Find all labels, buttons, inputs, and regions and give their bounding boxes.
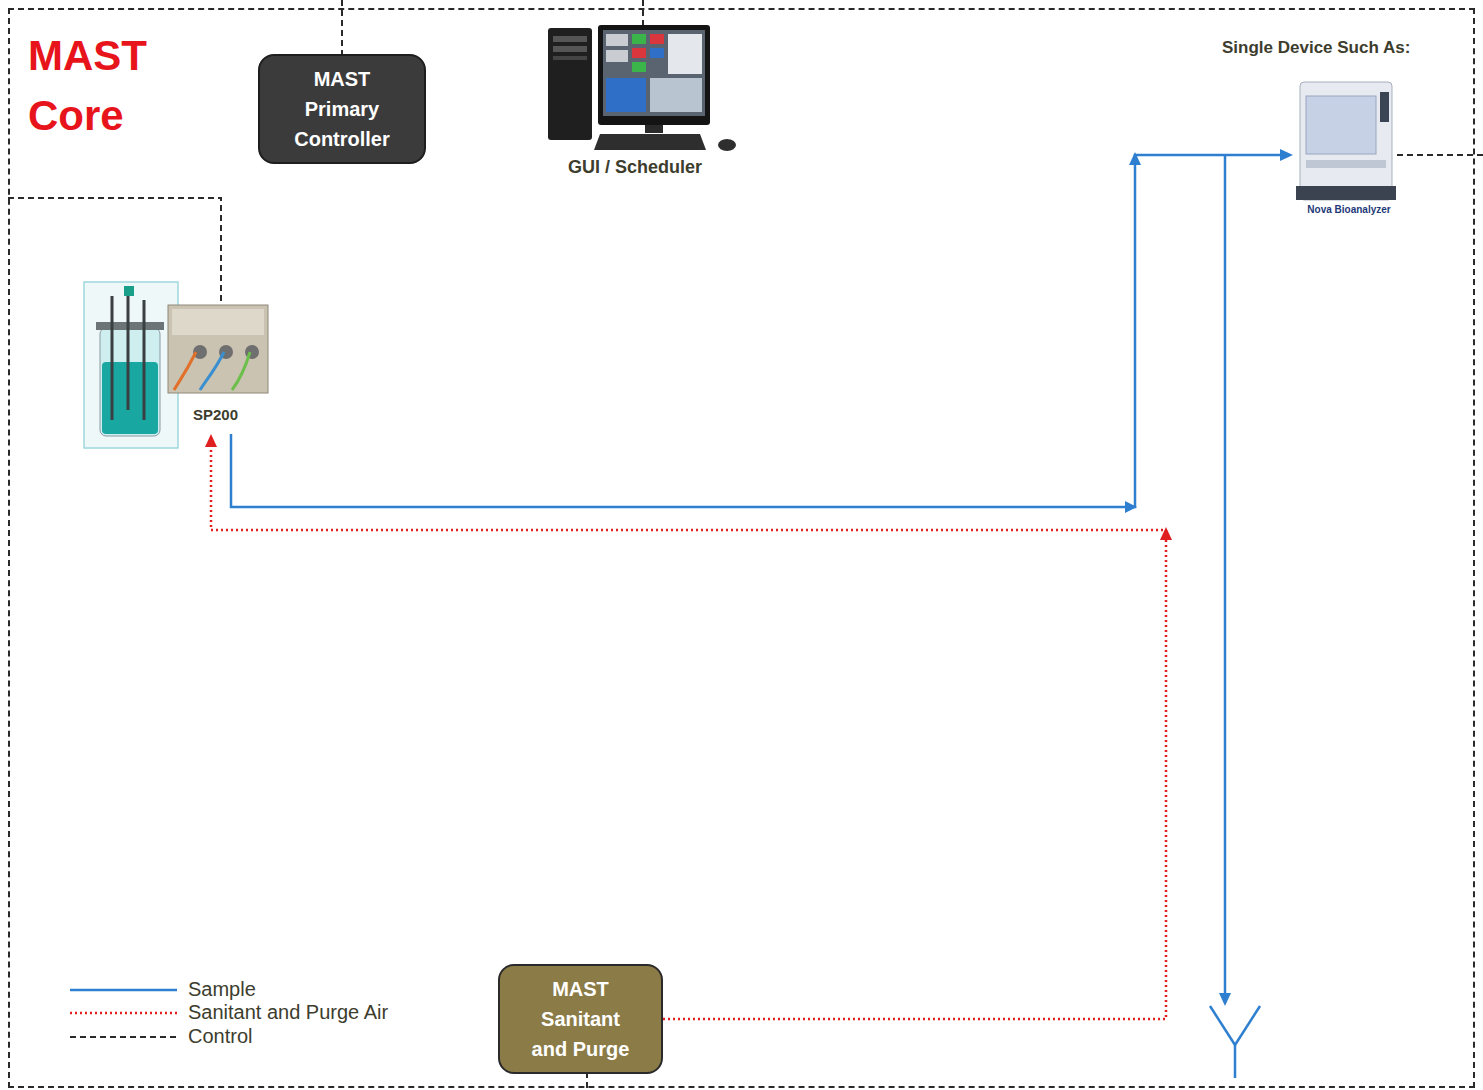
control-lines	[8, 0, 1483, 1090]
connector-line	[231, 155, 1283, 507]
tube	[200, 352, 224, 390]
pc-tower	[548, 28, 592, 140]
legend-line	[70, 989, 177, 992]
probe	[143, 300, 146, 420]
analyzer-window	[1306, 96, 1376, 154]
drive-bay	[553, 36, 587, 42]
analyzer-base	[1296, 186, 1396, 200]
tube	[174, 352, 196, 390]
vessel	[100, 328, 160, 436]
keyboard	[594, 134, 706, 150]
node-text: SP200	[193, 406, 269, 423]
screen-block	[668, 34, 702, 74]
screen-block	[650, 78, 702, 112]
screen-block	[632, 48, 646, 58]
screen-block	[650, 34, 664, 44]
sampler-box	[168, 305, 268, 393]
node-text: Nova Bioanalyzer	[1293, 204, 1405, 215]
node-text: MAST Core	[28, 26, 178, 146]
drive-bay	[553, 46, 587, 52]
probe	[111, 296, 114, 420]
heading-label: Single Device Such As:	[1222, 37, 1410, 59]
bioreactor-picture	[84, 282, 268, 448]
sample-branch	[1125, 152, 1231, 1006]
legend-text: Sanitant and Purge Air	[188, 1000, 388, 1024]
node-text: GUI / Scheduler	[568, 157, 702, 178]
screen-block	[606, 78, 646, 112]
picture-frame	[84, 282, 178, 448]
arrow-head	[205, 434, 217, 447]
control-line	[642, 0, 644, 25]
vessel-liquid	[102, 362, 158, 434]
node-text: MAST Sanitant and Purge	[525, 974, 637, 1064]
process-box: MAST Primary Controller	[258, 54, 426, 164]
monitor	[598, 25, 710, 125]
tube	[232, 352, 250, 390]
legend-text: Control	[188, 1024, 252, 1048]
connector-line	[211, 444, 1166, 1019]
analyzer-picture	[1296, 82, 1396, 200]
drive-bay	[553, 56, 587, 60]
vessel-lid	[96, 322, 164, 330]
region-frame: MAST Core MAST Primary ControllerGUI / Sc…	[8, 8, 1475, 1088]
probe-cap	[124, 286, 134, 296]
monitor-stand	[645, 125, 663, 133]
mouse	[718, 139, 736, 151]
legend-line	[70, 1036, 177, 1038]
drain-stroke	[1235, 1006, 1260, 1045]
drain-stroke	[1234, 1045, 1237, 1078]
arrow-head	[1280, 149, 1293, 161]
flow-connector	[205, 434, 1166, 1019]
probe	[127, 290, 130, 410]
legend-line	[70, 1012, 177, 1015]
screen-block	[606, 34, 628, 46]
screen-block	[606, 50, 628, 62]
analyzer-body	[1300, 82, 1392, 200]
screen-block	[632, 62, 646, 72]
screen-block	[632, 34, 646, 44]
computer-icon	[548, 25, 736, 151]
drain-symbol	[1210, 1006, 1260, 1078]
node-text: MAST Primary Controller	[282, 64, 402, 154]
process-box: MAST Sanitant and Purge	[498, 964, 663, 1074]
sample-line	[1224, 155, 1227, 996]
flow-connector	[231, 149, 1293, 507]
legend-text: Sample	[188, 977, 256, 1001]
device-icon: GUI / Scheduler	[555, 152, 715, 182]
device-icon: SP200	[84, 282, 269, 434]
analyzer-screen	[1380, 92, 1389, 122]
legend-samples	[70, 990, 177, 1037]
screen-block	[650, 48, 664, 58]
device-icon: Nova Bioanalyzer	[1293, 80, 1405, 220]
drain-stroke	[1210, 1006, 1235, 1045]
sampler-panel	[172, 309, 264, 335]
analyzer-trim	[1306, 160, 1386, 168]
control-line	[1397, 154, 1483, 156]
monitor-screen	[603, 30, 705, 116]
arrow-head	[1219, 993, 1231, 1006]
